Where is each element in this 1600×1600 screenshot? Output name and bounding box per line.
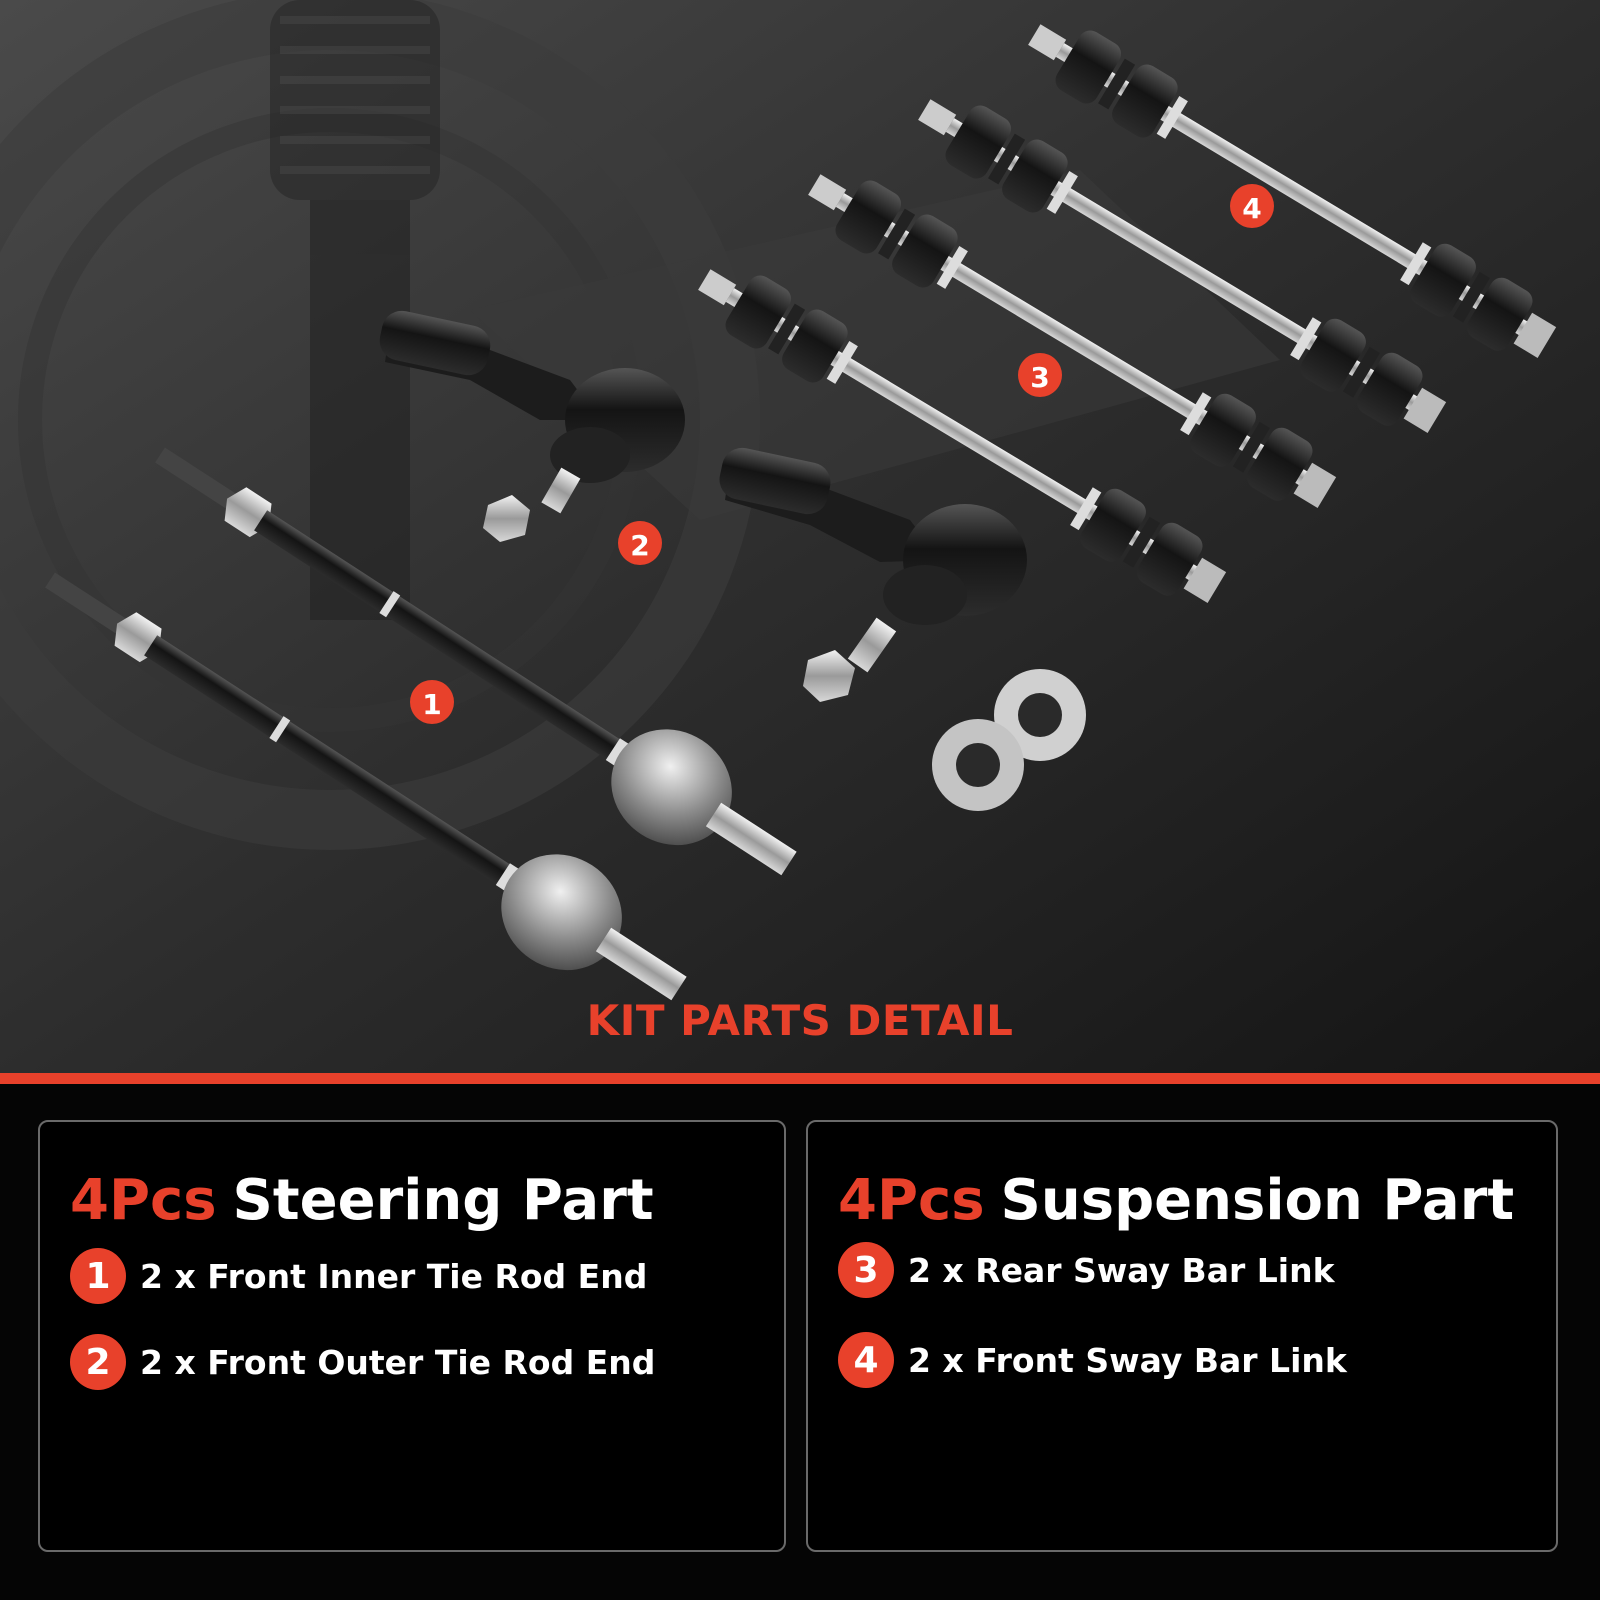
item-label: 2 x Front Sway Bar Link [908, 1340, 1347, 1380]
item-label: 2 x Rear Sway Bar Link [908, 1250, 1335, 1290]
steering-item-1: 1 2 x Front Inner Tie Rod End [70, 1248, 647, 1304]
background-strut [270, 0, 440, 620]
callout-marker-1: 1 [410, 680, 454, 724]
lock-washer-a [994, 669, 1086, 761]
suspension-name: Suspension Part [1000, 1168, 1515, 1233]
product-photo: 1 2 3 4 [0, 0, 1600, 1080]
accent-divider [0, 1073, 1600, 1084]
sway-bar-link-4b [918, 99, 1447, 433]
callout-marker-2: 2 [618, 521, 662, 565]
svg-text:1: 1 [422, 688, 441, 721]
sway-bar-link-4a [1028, 24, 1557, 358]
suspension-count: 4Pcs [838, 1168, 985, 1233]
number-badge: 3 [838, 1242, 894, 1298]
outer-tie-rod-end-a [379, 310, 685, 542]
photo-background [0, 0, 1600, 1080]
callout-marker-3: 3 [1018, 353, 1062, 397]
steering-count: 4Pcs [70, 1168, 217, 1233]
number-badge: 4 [838, 1332, 894, 1388]
steering-item-2: 2 2 x Front Outer Tie Rod End [70, 1334, 655, 1390]
svg-text:3: 3 [1030, 361, 1049, 394]
sway-bar-link-3a [808, 174, 1337, 508]
lock-washer-b [932, 719, 1024, 811]
suspension-item-3: 3 2 x Rear Sway Bar Link [838, 1242, 1335, 1298]
inner-tie-rod-end-a [155, 447, 797, 876]
number-badge: 1 [70, 1248, 126, 1304]
outer-tie-rod-end-b [719, 447, 1027, 702]
number-badge: 2 [70, 1334, 126, 1390]
sway-bar-link-3b [698, 269, 1227, 603]
suspension-item-4: 4 2 x Front Sway Bar Link [838, 1332, 1347, 1388]
steering-name: Steering Part [232, 1168, 654, 1233]
item-label: 2 x Front Inner Tie Rod End [140, 1256, 648, 1296]
item-label: 2 x Front Outer Tie Rod End [140, 1342, 656, 1382]
svg-text:2: 2 [630, 529, 649, 562]
inner-tie-rod-end-b [45, 572, 687, 1001]
section-heading: KIT PARTS DETAIL [586, 996, 1014, 1045]
svg-text:4: 4 [1242, 192, 1261, 225]
callout-marker-4: 4 [1230, 184, 1274, 228]
